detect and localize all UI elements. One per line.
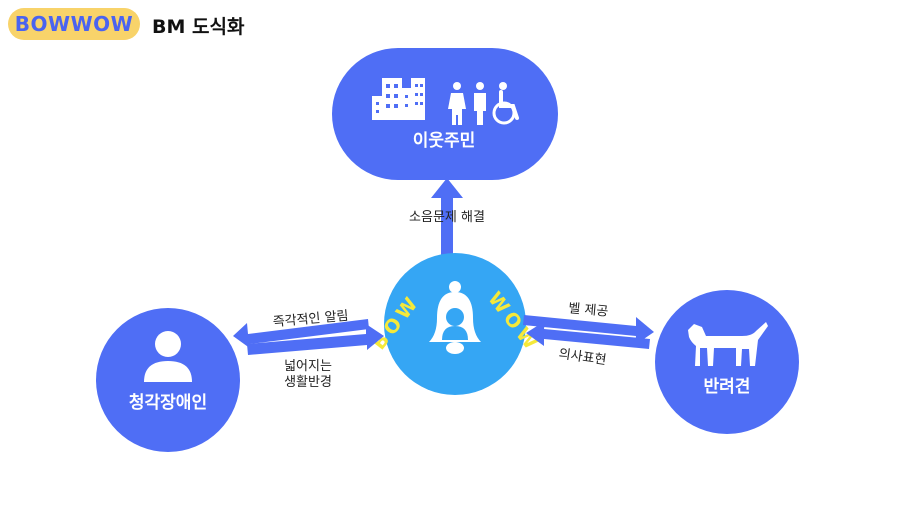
bowwow-logo: BOW WOW [368, 253, 544, 395]
hearing-impaired-label: 청각장애인 [129, 392, 207, 413]
edge-label-hearing-bottom-2: 생활반경 [284, 375, 332, 390]
arrow-from-pet-bottom [526, 321, 650, 349]
neighbors-node: 이웃주민 [332, 48, 558, 180]
bell-with-person-icon [429, 281, 481, 354]
edge-label-to-neighbors: 소음문제 해결 [409, 210, 485, 225]
dog-icon [688, 322, 768, 366]
pet-label: 반려견 [704, 377, 751, 397]
edge-label-hearing-top: 즉각적인 알림 [272, 309, 349, 331]
hearing-impaired-node: 청각장애인 [96, 308, 240, 452]
edge-label-pet-bottom: 의사표현 [558, 347, 607, 369]
brand-badge: BOWWOW [8, 8, 140, 40]
neighbors-label: 이웃주민 [413, 131, 476, 151]
pet-node: 반려견 [655, 290, 799, 434]
arrow-to-pet-top [523, 315, 654, 345]
arrow-to-neighbors [431, 178, 463, 256]
edge-label-hearing-bottom-1: 넓어지는 [284, 359, 332, 374]
person-icon [144, 331, 192, 382]
arrow-to-hearing-top [233, 319, 369, 349]
page-title: BM 도식화 [152, 16, 245, 38]
people-icon [448, 82, 486, 125]
buildings-icon [372, 78, 425, 120]
wheelchair-icon [492, 82, 519, 125]
edge-label-pet-top: 벨 제공 [568, 301, 609, 319]
arrow-from-hearing-bottom [247, 324, 384, 355]
